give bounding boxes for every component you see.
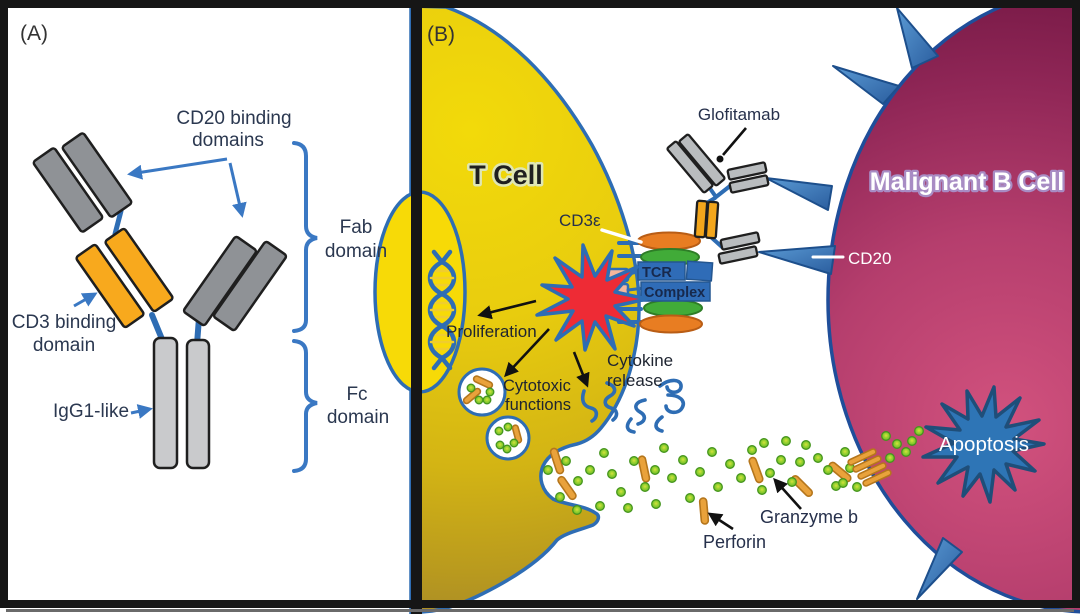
apoptosis-starburst: [921, 385, 1046, 504]
panel-a: (A): [12, 22, 389, 473]
arrows-blue: [73, 157, 247, 419]
cd20-domain-rect: [182, 235, 258, 327]
panel-divider: [411, 0, 422, 614]
tcr-label-1: TCR: [642, 265, 672, 281]
cd3e-pointer: [600, 228, 643, 244]
cd3-green-ellipse: [643, 299, 703, 317]
t-cell-body: [409, 4, 641, 614]
label-cytotoxic-1: Cytotoxic: [503, 377, 571, 395]
label-malignant-b-cell: Malignant B Cell: [870, 168, 1064, 196]
fc-domain-rect: [185, 338, 211, 470]
tcr-box: [637, 261, 686, 281]
cd20-spike: [832, 65, 900, 105]
label-proliferation: Proliferation: [446, 322, 537, 341]
label-fc-2: domain: [327, 407, 389, 428]
label-cd20-binding-2: domains: [192, 130, 264, 151]
tcr-label-2: Complex: [644, 285, 705, 301]
arrows-black: [477, 127, 802, 531]
cd20-domain-rect: [61, 132, 133, 218]
panel-b-tag: (B): [427, 23, 455, 46]
bottom-shadow-line: [6, 609, 1074, 612]
tcr-box: [640, 281, 711, 302]
cd20-spike: [896, 7, 939, 69]
label-cd20-binding-1: CD20 binding: [176, 108, 291, 129]
label-cd20: CD20: [848, 249, 891, 268]
cd20-domain-rect: [32, 147, 104, 233]
label-t-cell: T Cell: [469, 160, 543, 190]
cd20-spike: [765, 177, 833, 211]
label-fc-1: Fc: [346, 384, 367, 405]
antibody-schematic: [32, 132, 288, 470]
cd3-domain-rect: [75, 243, 145, 329]
label-apoptosis: Apoptosis: [939, 433, 1029, 456]
glofitamab-pointer-dot: [716, 155, 724, 163]
fab-brace: [292, 141, 318, 333]
cd3-domain-rect: [104, 227, 174, 313]
granzyme-dots: [543, 426, 924, 515]
fc-domain-rect: [152, 336, 179, 470]
granule-vesicle: [457, 367, 507, 417]
panel-b: TCR Complex: [373, 0, 1080, 614]
cd20-domain-rect: [212, 240, 288, 332]
glofitamab-antibody: [666, 133, 770, 265]
label-cd3e: CD3ε: [559, 211, 601, 230]
label-igg1-like: IgG1-like: [53, 401, 129, 422]
tcr-box: [685, 260, 714, 282]
membrane-pore: [847, 448, 892, 487]
label-cytotoxic-2: functions: [505, 396, 571, 414]
panel-a-tag: (A): [20, 22, 48, 45]
cd3-orange-ellipse: [639, 314, 703, 334]
label-fab-2: domain: [325, 241, 387, 262]
cd20-spike: [758, 245, 836, 275]
cd3-epsilon-ellipse: [637, 231, 701, 251]
perforin-rods: [549, 447, 852, 525]
label-perforin: Perforin: [703, 532, 766, 552]
label-cytokine-2: release: [607, 371, 663, 390]
cd20-spikes: [758, 7, 963, 600]
fc-brace: [292, 339, 318, 473]
granule-vesicle: [485, 415, 531, 461]
label-cytokine-1: Cytokine: [607, 351, 673, 370]
label-fab-1: Fab: [340, 217, 373, 238]
activation-starburst: [535, 243, 649, 352]
cytokine-squiggles: [580, 378, 685, 434]
label-glofitamab: Glofitamab: [698, 105, 780, 124]
dna-icon: [427, 249, 457, 371]
label-cd3-binding-2: domain: [33, 335, 95, 356]
label-cd3-binding-1: CD3 binding: [12, 312, 117, 333]
label-granzyme-b: Granzyme b: [760, 507, 858, 527]
cd20-spike: [916, 537, 963, 600]
